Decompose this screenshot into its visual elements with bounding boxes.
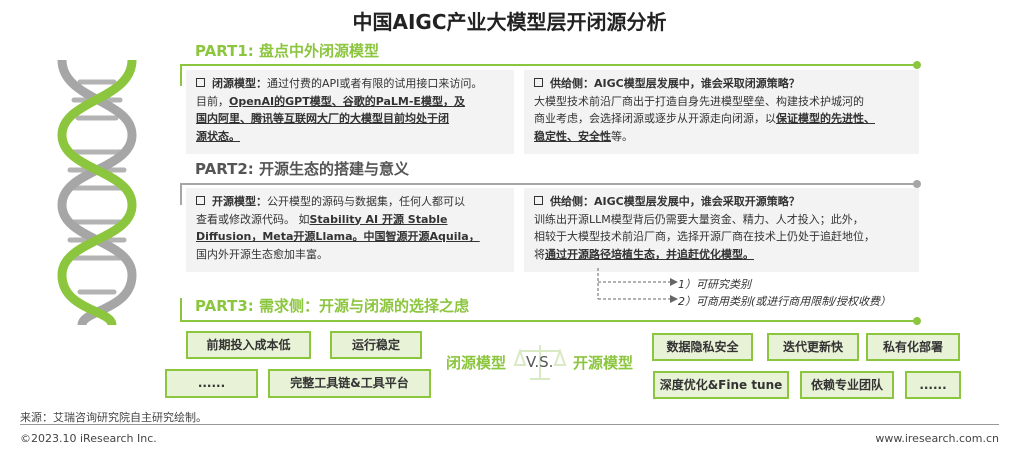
tag-data-privacy: 数据隐私安全 (652, 333, 753, 361)
open-model-highlight: Diffusion，Meta开源Llama。中国智源开源Aquila， (196, 230, 480, 243)
tag-more-closed: ...... (165, 369, 258, 398)
supply-closed-box: 供给侧：AIGC模型层发展中，谁会采取闭源策略？ 大模型技术前沿厂商出于打造自身… (524, 70, 919, 154)
supply-closed-highlight: 保证模型的先进性、 (776, 112, 875, 125)
open-model-label: 开源模型 (573, 354, 634, 372)
supply-closed-line: 商业考虑，会选择闭源或逐步从开源走向闭源，以 (534, 112, 776, 125)
note-commercial: 2）可商用类别(或进行商用限制/授权收费） (678, 295, 891, 308)
tag-low-cost: 前期投入成本低 (186, 331, 311, 359)
part1-dot (913, 61, 921, 69)
closed-model-line: 通过付费的API或者有限的试用接口来访问。 (267, 77, 483, 90)
part3-dot (913, 317, 921, 325)
supply-closed-line: 等。 (611, 129, 633, 143)
closed-model-highlight: 国内阿里、腾讯等互联网大厂的大模型目前均处于闭 (196, 112, 449, 125)
bullet-square-icon (196, 78, 205, 87)
tag-more-open: ...... (905, 371, 961, 399)
tag-expert-team: 依赖专业团队 (800, 371, 894, 399)
supply-open-head: 供给侧：AIGC模型层发展中，谁会采取开源策略？ (550, 195, 800, 208)
supply-closed-head: 供给侧：AIGC模型层发展中，谁会采取闭源策略？ (550, 77, 800, 90)
dna-helix-icon (57, 60, 137, 325)
bullet-square-icon (196, 196, 205, 205)
source-note: 来源：艾瑞咨询研究院自主研究绘制。 (20, 411, 207, 424)
part3-heading: PART3: 需求侧：开源与闭源的选择之虑 (195, 297, 469, 315)
bullet-square-icon (534, 196, 543, 205)
closed-model-highlight: 源状态。 (196, 129, 240, 143)
part3-connector (180, 298, 182, 320)
branch-arrows (597, 268, 678, 303)
closed-model-head: 闭源模型： (212, 77, 267, 90)
part3-divider (180, 320, 917, 322)
open-model-line: 国内外开源生态愈加丰富。 (196, 247, 328, 261)
supply-open-line: 训练出开源LLM模型背后仍需要大量资金、精力、人才投入；此外， (534, 212, 864, 226)
open-model-highlight: Stability AI 开源 Stable (309, 212, 448, 226)
supply-open-line: 将 (534, 247, 545, 261)
supply-open-box: 供给侧：AIGC模型层发展中，谁会采取开源策略？ 训练出开源LLM模型背后仍需要… (524, 188, 919, 272)
footer-divider (20, 424, 999, 425)
tag-toolchain: 完整工具链&工具平台 (268, 369, 431, 398)
closed-model-highlight: OpenAI的GPT模型、谷歌的PaLM-E模型，及 (229, 94, 465, 108)
page-title: 中国AIGC产业大模型层开闭源分析 (352, 10, 667, 34)
tag-fine-tune: 深度优化&Fine tune (653, 371, 789, 399)
tag-private-deploy: 私有化部署 (866, 333, 960, 361)
scale-icon (514, 345, 566, 380)
open-model-head: 开源模型： (212, 195, 267, 208)
part2-dot (913, 180, 921, 188)
tag-stable: 运行稳定 (330, 331, 422, 359)
part2-heading: PART2: 开源生态的搭建与意义 (195, 160, 409, 178)
copyright: ©2023.10 iResearch Inc. (20, 432, 157, 445)
tag-fast-iteration: 迭代更新快 (767, 333, 859, 361)
part2-divider (180, 183, 917, 185)
closed-model-label: 闭源模型 (446, 354, 507, 372)
open-model-line: 查看或修改源代码。 如 (196, 212, 310, 226)
open-model-line: 公开模型的源码与数据集，任何人都可以 (267, 195, 465, 208)
closed-model-box: 闭源模型：通过付费的API或者有限的试用接口来访问。 目前，OpenAI的GPT… (186, 70, 514, 154)
open-model-box: 开源模型：公开模型的源码与数据集，任何人都可以 查看或修改源代码。 如Stabi… (186, 188, 514, 272)
supply-closed-line: 大模型技术前沿厂商出于打造自身先进模型壁垒、构建技术护城河的 (534, 94, 864, 108)
supply-open-highlight: 通过开源路径培植生态，并追赶优化模型。 (545, 247, 754, 261)
part2-connector (180, 183, 182, 205)
closed-model-line: 目前， (196, 94, 229, 108)
vs-label: V.S. (526, 353, 554, 371)
supply-open-line: 相较于大模型技术前沿厂商，选择开源厂商在技术上仍处于追赶地位， (534, 230, 875, 243)
supply-closed-highlight: 稳定性、安全性 (534, 129, 611, 143)
part1-connector (180, 64, 182, 86)
website-url: www.iresearch.com.cn (875, 432, 999, 445)
note-research: 1）可研究类别 (678, 278, 751, 291)
bullet-square-icon (534, 78, 543, 87)
part1-divider (180, 64, 917, 66)
part1-heading: PART1: 盘点中外闭源模型 (195, 42, 379, 60)
